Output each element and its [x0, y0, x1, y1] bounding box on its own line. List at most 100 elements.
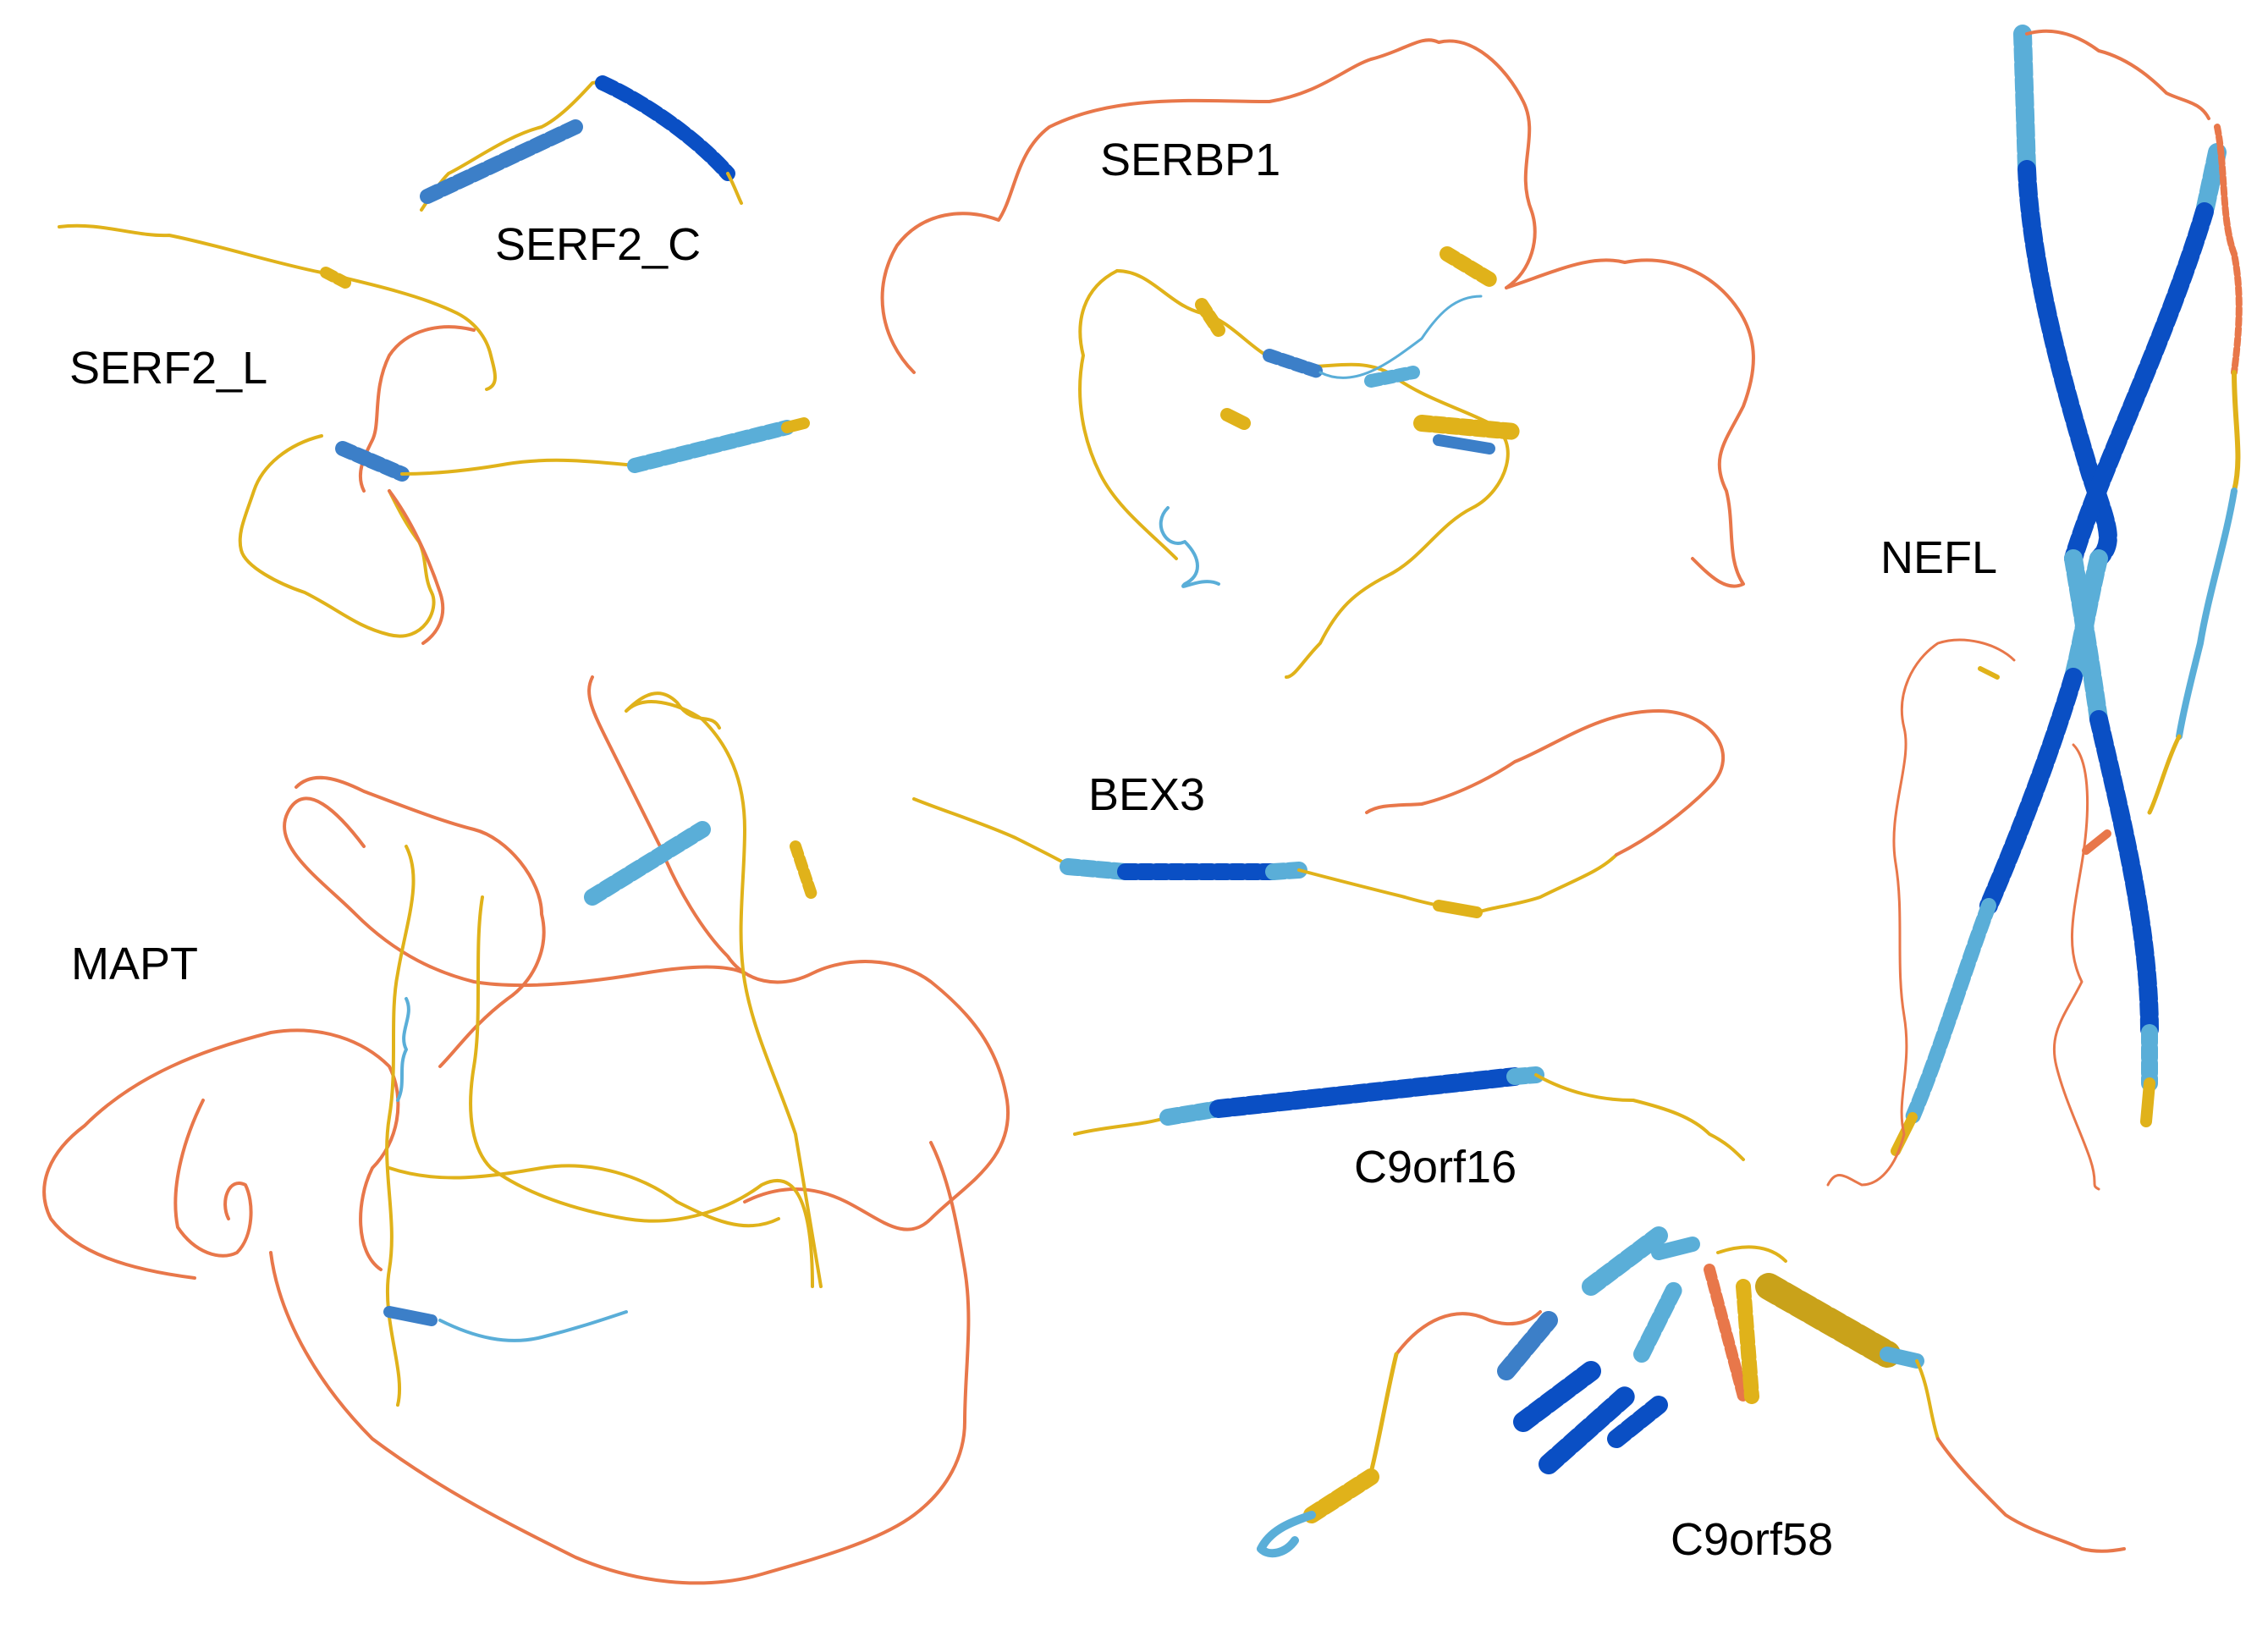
c9orf58-coil-tail-orange: [1936, 1437, 2126, 1553]
nefl-left-loop-yellow: [1978, 666, 2000, 680]
c9orf16-helix: [1209, 1067, 1524, 1118]
nefl-right-strand: [2214, 124, 2243, 376]
nefl-right-strand-blue: [2176, 488, 2238, 740]
nefl-helix-b-mid: [2064, 549, 2108, 729]
c9orf58-core-7: [1651, 1237, 1700, 1260]
label-bex3: BEX3: [1088, 769, 1206, 820]
nefl-helix-b-tail: [2140, 1077, 2155, 1127]
label-c9orf58: C9orf58: [1671, 1514, 1834, 1565]
serbp1-helix-3: [1364, 366, 1420, 388]
c9orf16-structure: [1073, 1066, 1745, 1161]
serbp1-thin-blue: [1318, 295, 1483, 379]
mapt-yellow-strand-4: [388, 1164, 780, 1228]
serf2c-helix-2: [595, 75, 735, 181]
bex3-structure: [912, 709, 1726, 918]
serf2c-helix-1: [420, 119, 583, 204]
c9orf58-coil-orange-left: [1395, 1310, 1542, 1356]
c9orf58-gold-helix-end: [1880, 1347, 1924, 1369]
serbp1-structure: [880, 38, 1755, 679]
mapt-upper-loop: [295, 775, 546, 1068]
mapt-yellow-strand-3: [625, 700, 823, 1288]
c9orf58-core-3: [1582, 1226, 1668, 1296]
nefl-helix-a-top: [2013, 25, 2036, 179]
c9orf58-core-2: [1513, 1361, 1601, 1432]
c9orf58-helix-left: [1303, 1468, 1379, 1523]
serf2l-helix-blue: [335, 441, 410, 482]
bex3-helix-light: [1060, 858, 1134, 880]
mapt-blue-strand: [396, 997, 410, 1102]
c9orf58-top-coil: [1716, 1245, 1787, 1263]
bex3-coil-orange: [1365, 709, 1726, 857]
label-nefl: NEFL: [1880, 532, 1998, 583]
nefl-left-loop: [1826, 638, 2016, 1187]
mapt-blue-strand-2: [438, 1310, 628, 1342]
label-c9orf16: C9orf16: [1354, 1142, 1517, 1193]
label-mapt: MAPT: [71, 939, 199, 989]
c9orf58-structure: [1257, 1226, 2126, 1558]
bex3-coil-start: [912, 797, 1070, 867]
mapt-bottom-arc: [269, 1141, 971, 1585]
c9orf58-yellow-helix: [1736, 1279, 1759, 1404]
serbp1-helix-1: [1195, 298, 1225, 337]
mapt-helix-top: [584, 821, 711, 906]
mapt-right-loop: [587, 675, 1010, 1231]
serbp1-helix-4: [1413, 415, 1523, 440]
label-serf2c: SERF2_C: [495, 219, 702, 270]
serf2l-helix-yellow: [320, 267, 353, 289]
nefl-helix-a: [2018, 160, 2117, 568]
serbp1-helix-top: [1440, 246, 1497, 287]
c9orf58-gold-helix: [1755, 1273, 1901, 1368]
serbp1-coil-yellow: [1115, 269, 1510, 679]
serf2l-structure: [58, 223, 810, 645]
nefl-orange-segment: [2082, 829, 2111, 855]
serbp1-coil-blue: [1159, 506, 1220, 588]
nefl-helix-b: [2064, 202, 2214, 568]
bex3-helix-small: [1433, 900, 1483, 918]
serbp1-helix-small: [1220, 408, 1251, 430]
mapt-top-coil: [625, 691, 721, 730]
serf2l-tail: [400, 458, 636, 476]
serf2l-loop: [238, 434, 436, 638]
nefl-helix-b-top: [2195, 143, 2227, 221]
mapt-structure: [42, 675, 1010, 1585]
mapt-outer-loop: [42, 1028, 400, 1280]
label-serbp1: SERBP1: [1100, 135, 1281, 185]
serf2l-helix-right-end: [781, 417, 810, 433]
c9orf58-core-6: [1607, 1396, 1668, 1448]
label-serf2l: SERF2_L: [69, 343, 268, 394]
nefl-helix-a-low: [1979, 668, 2083, 915]
nefl-helix-a-end: [1905, 898, 1996, 1125]
serbp1-coil-orange: [880, 38, 1537, 374]
nefl-top-coil: [2025, 29, 2210, 120]
c9orf58-coil-tail-yellow: [1915, 1359, 1940, 1440]
nefl-right-tail: [2147, 734, 2182, 815]
c9orf16-coil-start: [1073, 1115, 1170, 1136]
c9orf58-core-5: [1633, 1278, 1684, 1363]
mapt-helix-left: [383, 1306, 438, 1326]
mapt-helix-right: [790, 840, 818, 903]
c9orf16-coil-end: [1534, 1073, 1745, 1161]
mapt-inner-loop: [173, 1099, 253, 1258]
nefl-right-strand-yellow: [2232, 370, 2241, 493]
c9orf58-orange-helix: [1704, 1264, 1749, 1402]
serbp1-coil-loop: [1078, 269, 1178, 560]
serf2c-structure: [420, 75, 743, 212]
mapt-yellow-strand-2: [469, 895, 814, 1288]
nefl-structure: [1826, 25, 2243, 1191]
serbp1-coil-orange-right: [1505, 258, 1755, 588]
c9orf58-core-4: [1539, 1386, 1635, 1474]
serf2l-helix-right: [627, 420, 795, 473]
c9orf58-end-loop: [1257, 1511, 1316, 1558]
c9orf58-core-1: [1497, 1311, 1558, 1380]
serf2c-tail: [726, 172, 743, 205]
bex3-helix-end: [1265, 862, 1307, 880]
nefl-helix-b-low: [2089, 710, 2159, 1042]
c9orf16-helix-end: [1506, 1066, 1544, 1085]
mapt-mid-loop: [283, 796, 746, 988]
nefl-right-loop: [2052, 743, 2100, 1191]
serbp1-helix-2: [1263, 349, 1327, 379]
serf2l-loop-orange: [388, 489, 445, 645]
serbp1-helix-5: [1433, 434, 1495, 454]
